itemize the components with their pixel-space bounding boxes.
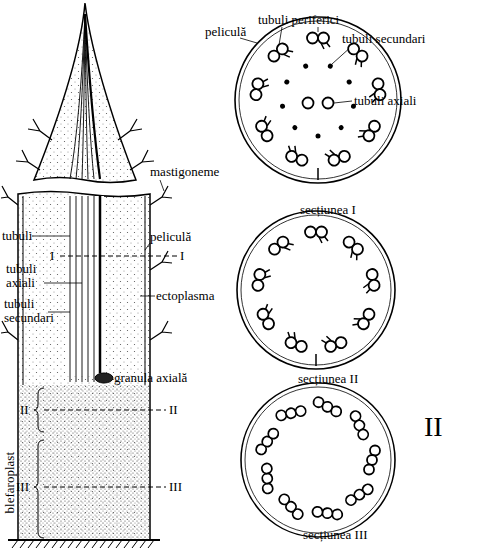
flagellum-lower-piece [70,196,94,382]
section-cut-lines [44,410,166,411]
cross-section-detail [291,124,298,131]
part-label: I [50,249,54,263]
flagellum-lower-piece [23,196,145,385]
cross-section-detail [327,63,333,69]
cross-section-detail [302,63,308,69]
section-cut-lines [44,487,166,488]
part-label: II [20,403,29,417]
leader-line [32,27,352,312]
cross-section-detail [252,267,272,293]
flagellum-lower-piece [1,186,172,340]
flagellum-upper-piece [34,3,136,183]
cross-section-detail [360,268,380,294]
cross-section-detail [250,76,270,102]
leader-line [32,236,70,237]
cross-section-detail [338,124,345,131]
part-label: II [169,403,178,417]
cross-section-detail [324,144,351,167]
part-label: tubuli periferici [258,13,339,27]
flagellum-lower-piece [12,540,154,548]
cross-section-detail [241,215,391,366]
section-outline [240,382,396,538]
section-caption: secțiunea III [303,528,368,542]
cross-section-detail [254,115,280,143]
flagellum-upper-piece [16,119,154,170]
cross-section-detail [307,33,330,50]
leader-line [318,27,319,32]
part-label: mastigoneme [150,165,219,179]
section-cut-lines [60,256,178,257]
cross-section-detail [303,98,314,109]
cross-section-detail [338,234,366,261]
cross-section-detail [274,493,307,521]
part-label: III [16,480,29,494]
cross-section-detail [323,98,334,109]
flagellum-lower-piece [19,385,149,539]
leader-line [145,243,150,250]
cross-section-detail [344,478,375,510]
cross-section-detail [315,354,317,366]
part-label: tubuli axiali [354,94,416,108]
cross-section-detail [267,234,295,261]
cross-section-detail [241,215,391,365]
pellicle-ring [241,383,395,537]
cross-section-detail [321,330,348,353]
flagellum-upper-piece [16,3,154,183]
cross-section-detail [283,330,310,353]
cross-section-detail [255,303,281,331]
part-label: ectoplasma [156,289,214,303]
cross-section-detail [280,103,286,109]
part-label: II [424,412,443,442]
cross-section-detail [245,387,391,533]
cross-section-detail [255,462,280,495]
cross-section-detail [356,116,382,144]
cross-section-detail [245,387,391,533]
part-label: tubuli secundari [342,32,425,46]
part-label: tubuli secundari [4,297,54,325]
part-label: peliculă [205,25,246,39]
part-label: blefaroplast [3,452,17,513]
cross-section-circle: secțiunea II [236,210,466,400]
cross-section-detail [280,63,357,139]
flagellum-lower-piece [99,196,102,373]
flagellum-lower-piece [66,196,104,376]
leader-line [44,283,82,284]
cross-section-detail [344,409,375,441]
flagellum-lower-piece [95,373,113,383]
cross-section-detail [346,79,353,86]
leader-line [140,296,155,297]
pellicle-ring [237,211,395,369]
flagellum-lower-piece [18,192,150,541]
part-label: tubuli axiali [6,262,46,290]
cross-section-detail [364,446,380,475]
part-label: peliculă [150,230,191,244]
cross-section-detail [283,79,290,86]
part-label: granula axială [114,371,187,385]
cross-section-detail [316,134,321,139]
cross-section-detail [274,399,307,427]
cross-section-detail [255,425,280,458]
part-label: tubuli [2,229,32,243]
cross-section-detail [284,144,311,167]
section-cut-lines [34,388,44,432]
section-outline [236,210,396,370]
cross-section-detail [317,168,319,180]
section-caption: secțiunea I [300,203,356,217]
section-cut-lines [34,440,44,538]
cross-section-detail [312,396,343,417]
cross-section-detail [312,503,343,524]
part-label: III [169,480,182,494]
leader-line [334,101,352,103]
flagellum-lower-piece [1,186,172,548]
cross-section-detail [305,227,328,244]
cross-section-circle: secțiunea III [240,382,466,548]
cross-section-detail [266,41,294,68]
part-label: I [180,249,184,263]
cross-section-detail [351,304,377,332]
flagellum-upper-piece [85,14,100,179]
leader-line [160,180,164,191]
